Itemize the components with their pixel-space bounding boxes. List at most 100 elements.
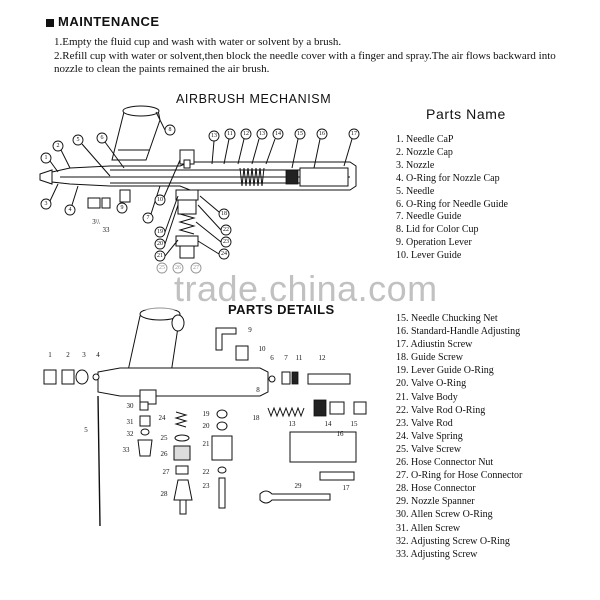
svg-text:17: 17 — [343, 484, 351, 492]
svg-text:7: 7 — [147, 215, 150, 221]
parts-details-drawing: 1 2 3 4 5 6 7 11 8 9 10 12 13 14 15 16 1… — [43, 307, 367, 527]
watermark-text: trade.china.com — [174, 268, 438, 309]
watermark-band — [0, 262, 600, 310]
svg-text:9: 9 — [121, 205, 124, 211]
parts-list-item: 10. Lever Guide — [396, 250, 462, 262]
svg-text:4: 4 — [69, 207, 72, 213]
svg-text:26: 26 — [161, 450, 169, 458]
maintenance-title-text: MAINTENANCE — [58, 14, 160, 29]
parts-list-item: 19. Lever Guide O-Ring — [396, 365, 494, 377]
svg-text:30: 30 — [127, 402, 135, 410]
svg-text:19: 19 — [157, 229, 163, 235]
svg-text:1: 1 — [48, 351, 52, 359]
maintenance-step-1: 1.Empty the fluid cup and wash with wate… — [54, 36, 342, 48]
svg-text:14: 14 — [275, 131, 281, 137]
parts-list-item: 5. Needle — [396, 185, 435, 197]
parts-list-item: 23. Valve Rod — [396, 417, 453, 429]
svg-text:29: 29 — [295, 482, 303, 490]
svg-text:22: 22 — [203, 468, 211, 476]
parts-list-item: 15. Needle Chucking Net — [396, 313, 498, 324]
maintenance-title: MAINTENANCE — [46, 14, 160, 29]
svg-text:4: 4 — [96, 351, 100, 359]
parts-list-item: 31. Allen Screw — [396, 522, 461, 534]
svg-text:18: 18 — [221, 211, 227, 217]
parts-list-item: 32. Adjusting Screw O-Ring — [396, 535, 510, 547]
svg-text:10: 10 — [157, 197, 163, 203]
svg-text:21: 21 — [203, 440, 211, 448]
svg-text:3: 3 — [82, 351, 86, 359]
parts-list-item: 16. Standard-Handle Adjusting — [396, 326, 521, 338]
svg-text:25: 25 — [161, 434, 169, 442]
svg-text:13: 13 — [259, 131, 265, 137]
parts-list-item: 27. O-Ring for Hose Connector — [396, 470, 523, 482]
parts-list-item: 22. Valve Rod O-Ring — [396, 404, 486, 416]
parts-list-item: 4. O-Ring for Nozzle Cap — [396, 172, 500, 184]
parts-list-item: 21. Valve Body — [396, 391, 458, 403]
parts-list-item: 25. Valve Screw — [396, 443, 462, 455]
svg-text:24: 24 — [221, 251, 227, 257]
svg-text:7: 7 — [284, 354, 288, 362]
parts-list-item: 26. Hose Connector Nut — [396, 457, 494, 469]
svg-text:11: 11 — [296, 354, 303, 362]
details-labels: 1 2 3 4 5 6 7 11 8 9 10 12 13 14 15 16 1… — [48, 326, 358, 498]
svg-text:33: 33 — [123, 446, 131, 454]
svg-text:6: 6 — [101, 135, 104, 141]
svg-text:5: 5 — [77, 137, 80, 143]
mechanism-callouts: 1 2 5 6 8 13 11 12 13 14 15 16 17 3 4 7 … — [40, 111, 360, 274]
svg-text:14: 14 — [325, 420, 333, 428]
svg-text:28: 28 — [161, 490, 169, 498]
svg-text:5: 5 — [84, 426, 88, 434]
svg-text:6: 6 — [270, 354, 274, 362]
parts-list-item: 28. Hose Connector — [396, 483, 476, 495]
svg-text:21: 21 — [157, 253, 163, 259]
svg-text:23: 23 — [203, 482, 211, 490]
parts-list-item: 30. Allen Screw O-Ring — [396, 509, 493, 521]
mechanism-drawing: 3\\ 33 1 2 5 6 8 13 11 12 13 14 15 16 17… — [39, 105, 360, 274]
svg-text:10: 10 — [259, 345, 267, 353]
svg-text:1: 1 — [45, 155, 48, 161]
parts-list-b: 15. Needle Chucking Net 16. Standard-Han… — [396, 312, 522, 561]
svg-text:13: 13 — [289, 420, 297, 428]
parts-list-item: 1. Needle CaP — [396, 134, 454, 145]
svg-text:13: 13 — [211, 133, 217, 139]
svg-text:20: 20 — [203, 422, 211, 430]
svg-text:20: 20 — [157, 241, 163, 247]
svg-text:11: 11 — [227, 131, 233, 137]
svg-text:24: 24 — [159, 414, 167, 422]
svg-text:33: 33 — [103, 226, 111, 234]
parts-list-item: 29. Nozzle Spanner — [396, 496, 475, 508]
parts-list-item: 33. Adjusting Screw — [396, 548, 478, 560]
svg-text:32: 32 — [127, 430, 135, 438]
svg-text:16: 16 — [319, 131, 325, 137]
parts-list-item: 24. Valve Spring — [396, 430, 463, 442]
svg-text:17: 17 — [351, 131, 357, 137]
svg-text:15: 15 — [297, 131, 303, 137]
parts-list-item: 7. Needle Guide — [396, 211, 462, 223]
svg-text:3\\: 3\\ — [92, 218, 99, 226]
parts-list-item: 20. Valve O-Ring — [396, 378, 467, 390]
svg-text:19: 19 — [203, 410, 211, 418]
svg-text:12: 12 — [243, 131, 249, 137]
svg-text:22: 22 — [223, 227, 229, 233]
svg-text:8: 8 — [169, 127, 172, 133]
svg-text:31: 31 — [127, 418, 135, 426]
maintenance-step-2: 2.Refill cup with water or solvent,then … — [54, 50, 556, 75]
mechanism-title: AIRBRUSH MECHANISM — [176, 92, 332, 106]
parts-list-item: 18. Guide Screw — [396, 352, 463, 364]
parts-list-a: 1. Needle CaP 2. Nozzle Cap 3. Nozzle 4.… — [396, 134, 508, 263]
svg-text:2: 2 — [66, 351, 70, 359]
parts-list-item: 2. Nozzle Cap — [396, 146, 453, 158]
parts-list-item: 17. Adiustin Screw — [396, 339, 473, 351]
svg-text:27: 27 — [163, 468, 171, 476]
svg-text:3: 3 — [45, 201, 48, 207]
parts-name-title: Parts Name — [426, 106, 506, 122]
parts-list-item: 9. Operation Lever — [396, 237, 472, 249]
svg-text:9: 9 — [248, 326, 252, 334]
parts-list-item: 8. Lid for Color Cup — [396, 224, 479, 236]
svg-text:16: 16 — [337, 430, 345, 438]
parts-list-item: 3. Nozzle — [396, 159, 435, 171]
svg-text:8: 8 — [256, 386, 260, 394]
svg-text:2: 2 — [57, 143, 60, 149]
parts-list-item: 6. O-Ring for Needle Guide — [396, 198, 508, 210]
